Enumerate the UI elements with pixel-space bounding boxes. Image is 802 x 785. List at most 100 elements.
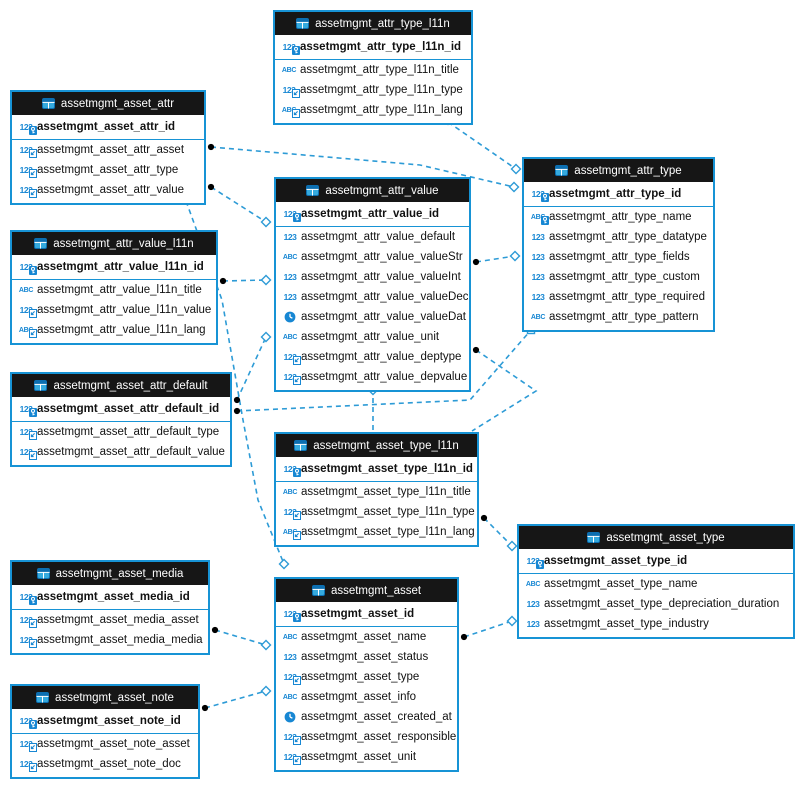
table-header[interactable]: assetmgmt_attr_value_l11n bbox=[12, 232, 216, 255]
column-row[interactable]: 123 assetmgmt_asset_type_id bbox=[519, 549, 793, 574]
table-attr_type_l11n[interactable]: assetmgmt_attr_type_l11n 123 assetmgmt_a… bbox=[273, 10, 473, 125]
column-row[interactable]: 123 assetmgmt_attr_type_datatype bbox=[524, 227, 713, 247]
relationship-line-attr_value_l11n-attr_value[interactable] bbox=[222, 279, 267, 282]
column-row[interactable]: 123 assetmgmt_attr_value_valueDec bbox=[276, 287, 469, 307]
column-row[interactable]: 123 assetmgmt_asset_media_asset bbox=[12, 610, 208, 630]
column-row[interactable]: 123 assetmgmt_attr_value_id bbox=[276, 202, 469, 227]
table-asset_type[interactable]: assetmgmt_asset_type 123 assetmgmt_asset… bbox=[517, 524, 795, 639]
relationship-target-diamond bbox=[260, 639, 272, 651]
relationship-line-asset-asset_type[interactable] bbox=[463, 620, 513, 638]
table-header[interactable]: assetmgmt_attr_type bbox=[524, 159, 713, 182]
column-row[interactable]: 123 assetmgmt_asset_attr_id bbox=[12, 115, 204, 140]
column-row[interactable]: 123 assetmgmt_attr_value_deptype bbox=[276, 347, 469, 367]
column-name: assetmgmt_asset_unit bbox=[301, 751, 417, 763]
column-row[interactable]: 123 assetmgmt_asset_attr_default_value bbox=[12, 442, 230, 462]
table-header[interactable]: assetmgmt_asset bbox=[276, 579, 457, 602]
numeric-type-icon: 123 bbox=[283, 271, 297, 282]
column-row[interactable]: 123 assetmgmt_asset_type bbox=[276, 667, 457, 687]
column-row[interactable]: 123 assetmgmt_asset_note_asset bbox=[12, 734, 198, 754]
table-attr_value_l11n[interactable]: assetmgmt_attr_value_l11n 123 assetmgmt_… bbox=[10, 230, 218, 345]
relationship-source-dot bbox=[207, 183, 215, 191]
column-row[interactable]: 123 assetmgmt_asset_type_l11n_id bbox=[276, 457, 477, 482]
column-row[interactable]: 123 assetmgmt_attr_value_default bbox=[276, 227, 469, 247]
column-row[interactable]: 123 assetmgmt_asset_type_industry bbox=[519, 614, 793, 634]
column-row[interactable]: 123 assetmgmt_attr_type_l11n_id bbox=[275, 35, 471, 60]
table-attr_value[interactable]: assetmgmt_attr_value 123 assetmgmt_attr_… bbox=[274, 177, 471, 392]
relationship-line-attr_type_l11n-attr_type[interactable] bbox=[447, 121, 517, 170]
column-row[interactable]: 123 assetmgmt_attr_value_l11n_id bbox=[12, 255, 216, 280]
relationship-line-attr_value-asset_type_l11n[interactable] bbox=[471, 349, 538, 432]
relationship-line-asset_type_l11n-asset_type[interactable] bbox=[483, 517, 513, 547]
column-row[interactable]: ABC assetmgmt_asset_type_l11n_title bbox=[276, 482, 477, 502]
column-row[interactable]: 123 assetmgmt_attr_type_required bbox=[524, 287, 713, 307]
column-row[interactable]: 123 assetmgmt_asset_unit bbox=[276, 747, 457, 767]
column-row[interactable]: 123 assetmgmt_asset_media_id bbox=[12, 585, 208, 610]
table-header[interactable]: assetmgmt_attr_value bbox=[276, 179, 469, 202]
relationship-source-dot bbox=[233, 396, 241, 404]
relationship-line-attr_default-attr_value[interactable] bbox=[236, 336, 267, 401]
table-asset_type_l11n[interactable]: assetmgmt_asset_type_l11n 123 assetmgmt_… bbox=[274, 432, 479, 547]
column-row[interactable]: 123 assetmgmt_asset_attr_default_id bbox=[12, 397, 230, 422]
relationship-line-asset_media-asset[interactable] bbox=[214, 629, 267, 646]
column-row[interactable]: ABC assetmgmt_attr_value_unit bbox=[276, 327, 469, 347]
table-header[interactable]: assetmgmt_asset_attr bbox=[12, 92, 204, 115]
column-row[interactable]: 123 assetmgmt_attr_value_depvalue bbox=[276, 367, 469, 387]
column-row[interactable]: ABC assetmgmt_attr_value_l11n_lang bbox=[12, 320, 216, 340]
table-header[interactable]: assetmgmt_asset_type_l11n bbox=[276, 434, 477, 457]
relationship-line-asset_attr-attr_value[interactable] bbox=[210, 186, 267, 223]
relationship-line-asset_attr-attr_type[interactable] bbox=[210, 146, 515, 188]
column-row[interactable]: ABC assetmgmt_asset_type_name bbox=[519, 574, 793, 594]
column-row[interactable]: 123 assetmgmt_attr_value_l11n_value bbox=[12, 300, 216, 320]
column-row[interactable]: 123 assetmgmt_asset_note_id bbox=[12, 709, 198, 734]
column-row[interactable]: 123 assetmgmt_attr_type_id bbox=[524, 182, 713, 207]
column-row[interactable]: 123 assetmgmt_attr_type_custom bbox=[524, 267, 713, 287]
column-name: assetmgmt_attr_type_name bbox=[549, 211, 692, 223]
column-row[interactable]: ABC assetmgmt_attr_type_l11n_title bbox=[275, 60, 471, 80]
column-row[interactable]: 123 assetmgmt_asset_media_media bbox=[12, 630, 208, 650]
column-row[interactable]: ABC assetmgmt_asset_type_l11n_lang bbox=[276, 522, 477, 542]
column-row[interactable]: ABC assetmgmt_asset_name bbox=[276, 627, 457, 647]
column-row[interactable]: ABC assetmgmt_asset_info bbox=[276, 687, 457, 707]
table-header[interactable]: assetmgmt_asset_media bbox=[12, 562, 208, 585]
column-row[interactable]: 123 assetmgmt_asset_status bbox=[276, 647, 457, 667]
table-header[interactable]: assetmgmt_attr_type_l11n bbox=[275, 12, 471, 35]
column-row[interactable]: ABC assetmgmt_attr_value_l11n_title bbox=[12, 280, 216, 300]
table-header[interactable]: assetmgmt_asset_note bbox=[12, 686, 198, 709]
relationship-line-attr_value-attr_type[interactable] bbox=[475, 255, 516, 263]
table-asset_media[interactable]: assetmgmt_asset_media 123 assetmgmt_asse… bbox=[10, 560, 210, 655]
column-type-icon-wrap: 123 bbox=[15, 186, 37, 199]
column-row[interactable]: 123 assetmgmt_asset_attr_value bbox=[12, 180, 204, 200]
column-row[interactable]: ABC assetmgmt_attr_type_name bbox=[524, 207, 713, 227]
column-row[interactable]: 123 assetmgmt_attr_value_valueInt bbox=[276, 267, 469, 287]
column-row[interactable]: 123 assetmgmt_asset_note_doc bbox=[12, 754, 198, 774]
column-row[interactable]: 123 assetmgmt_asset_type_l11n_type bbox=[276, 502, 477, 522]
column-row[interactable]: 123 assetmgmt_asset_type_depreciation_du… bbox=[519, 594, 793, 614]
column-row[interactable]: ABC assetmgmt_attr_type_l11n_lang bbox=[275, 100, 471, 120]
column-row[interactable]: ABC assetmgmt_attr_type_pattern bbox=[524, 307, 713, 327]
column-type-icon-wrap: 123 bbox=[15, 263, 37, 276]
column-row[interactable]: 123 assetmgmt_attr_type_fields bbox=[524, 247, 713, 267]
column-row[interactable]: 123 assetmgmt_asset_attr_type bbox=[12, 160, 204, 180]
table-attr_default[interactable]: assetmgmt_asset_attr_default 123 assetmg… bbox=[10, 372, 232, 467]
column-type-icon-wrap: 123 bbox=[279, 733, 301, 746]
table-header[interactable]: assetmgmt_asset_attr_default bbox=[12, 374, 230, 397]
table-attr_type[interactable]: assetmgmt_attr_type 123 assetmgmt_attr_t… bbox=[522, 157, 715, 332]
column-row[interactable]: ABC assetmgmt_attr_value_valueStr bbox=[276, 247, 469, 267]
column-row[interactable]: 123 assetmgmt_asset_attr_asset bbox=[12, 140, 204, 160]
table-title: assetmgmt_attr_value bbox=[325, 184, 439, 197]
column-type-icon-wrap: ABC bbox=[278, 67, 300, 74]
column-row[interactable]: assetmgmt_asset_created_at bbox=[276, 707, 457, 727]
relationship-line-asset_attr-asset[interactable] bbox=[185, 200, 285, 565]
relationship-line-asset_note-asset[interactable] bbox=[204, 690, 267, 709]
column-name: assetmgmt_asset_attr_default_id bbox=[37, 403, 220, 415]
table-header[interactable]: assetmgmt_asset_type bbox=[519, 526, 793, 549]
table-asset_note[interactable]: assetmgmt_asset_note 123 assetmgmt_asset… bbox=[10, 684, 200, 779]
column-row[interactable]: 123 assetmgmt_asset_attr_default_type bbox=[12, 422, 230, 442]
table-asset_attr[interactable]: assetmgmt_asset_attr 123 assetmgmt_asset… bbox=[10, 90, 206, 205]
column-row[interactable]: assetmgmt_attr_value_valueDat bbox=[276, 307, 469, 327]
column-row[interactable]: 123 assetmgmt_asset_responsible bbox=[276, 727, 457, 747]
table-asset[interactable]: assetmgmt_asset 123 assetmgmt_asset_id A… bbox=[274, 577, 459, 772]
column-row[interactable]: 123 assetmgmt_attr_type_l11n_type bbox=[275, 80, 471, 100]
column-row[interactable]: 123 assetmgmt_asset_id bbox=[276, 602, 457, 627]
column-name: assetmgmt_attr_value_l11n_title bbox=[37, 284, 202, 296]
